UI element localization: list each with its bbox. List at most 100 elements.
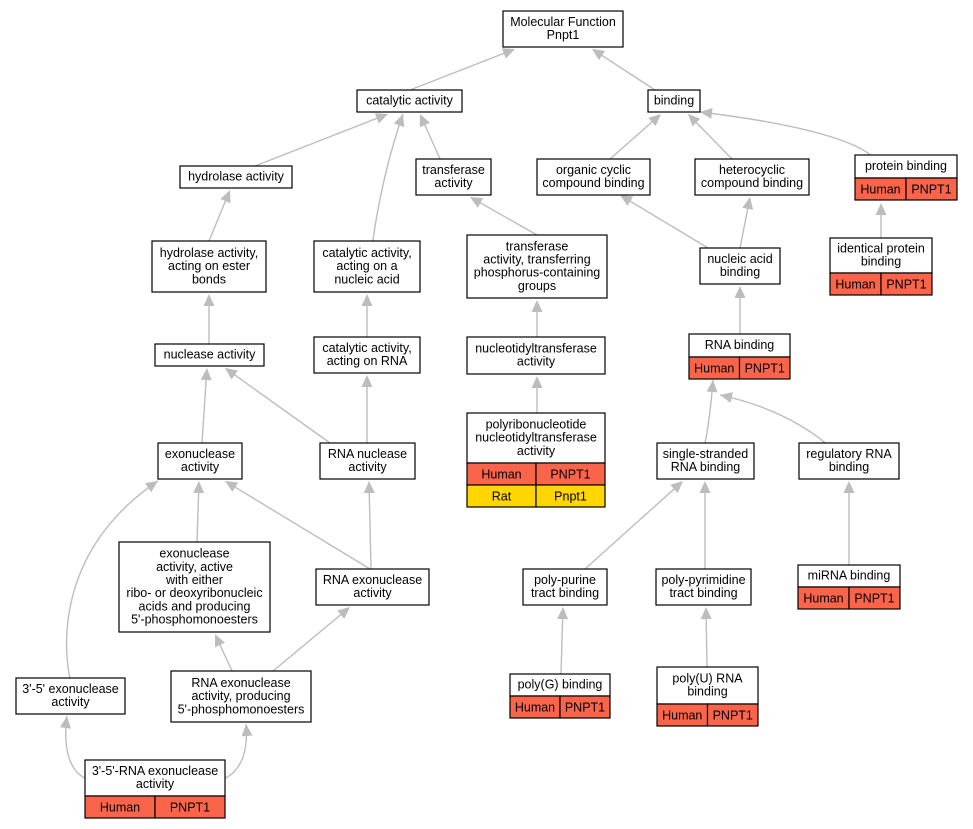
node-label-line: bonds bbox=[192, 272, 226, 286]
node-polyribo[interactable]: polyribonucleotidenucleotidyltransferase… bbox=[466, 412, 606, 508]
node-box bbox=[315, 568, 430, 606]
node-label-line: RNA binding bbox=[705, 338, 775, 352]
edge-rna_exo-to-rna_nuclease bbox=[368, 490, 372, 570]
gene-label: PNPT1 bbox=[170, 801, 210, 815]
node-label-line: acids and producing bbox=[139, 599, 251, 613]
node-catalytic[interactable]: catalytic activity bbox=[356, 89, 463, 113]
node-label-line: RNA exonuclease bbox=[191, 676, 290, 690]
edge-arrowhead bbox=[393, 114, 405, 128]
node-label-line: poly-purine bbox=[534, 573, 596, 587]
node-hydrolase[interactable]: hydrolase activity bbox=[179, 165, 293, 189]
node-label-line: RNA exonuclease bbox=[323, 573, 422, 587]
edge-nucleic_binding-to-hetero_cyclic bbox=[739, 206, 749, 249]
species-label: Human bbox=[694, 362, 734, 376]
node-box bbox=[502, 10, 624, 48]
edge-arrowhead bbox=[875, 203, 887, 215]
edge-arrowhead bbox=[225, 481, 239, 492]
node-box bbox=[154, 343, 265, 367]
node-label-line: 5'-phosphomonoesters bbox=[178, 702, 305, 716]
node-nuclease[interactable]: nuclease activity bbox=[154, 343, 265, 367]
node-label-line: RNA binding bbox=[671, 460, 741, 474]
edge-transf_phos-to-transferase bbox=[478, 201, 538, 236]
node-label-line: activity, transferring bbox=[483, 253, 590, 267]
node-box bbox=[699, 247, 781, 285]
node-label-line: activity bbox=[517, 444, 556, 458]
node-box bbox=[319, 442, 416, 480]
edge-hetero_cyclic-to-binding bbox=[694, 120, 733, 160]
node-label-line: acting on a bbox=[336, 259, 397, 273]
species-label: Human bbox=[481, 468, 521, 482]
edge-rna_exo_5p-to-exo_active bbox=[218, 642, 233, 672]
edge-arrowhead bbox=[501, 48, 515, 59]
node-label-line: catalytic activity, bbox=[322, 341, 411, 355]
node-box bbox=[466, 234, 608, 299]
node-box bbox=[118, 541, 271, 633]
node-box bbox=[655, 568, 752, 606]
node-label-line: binding bbox=[861, 255, 901, 269]
edge-arrowhead bbox=[592, 49, 606, 61]
node-cat-rna[interactable]: catalytic activity,acting on RNA bbox=[313, 336, 421, 374]
node-label-line: catalytic activity, bbox=[322, 246, 411, 260]
node-label-line: catalytic activity bbox=[366, 94, 454, 108]
node-box bbox=[656, 442, 755, 480]
gene-cell bbox=[535, 484, 606, 508]
edge-arrowhead bbox=[742, 197, 754, 210]
edge-arrowhead bbox=[203, 294, 215, 306]
gene-label: PNPT1 bbox=[745, 362, 785, 376]
node-box bbox=[313, 336, 421, 374]
edge-polyg-to-poly_purine bbox=[560, 616, 564, 675]
edge-cat_nucleic-to-catalytic bbox=[372, 113, 404, 242]
edge-rna_exo_5p-to-rna_exo bbox=[272, 612, 343, 672]
gene-cell bbox=[706, 703, 759, 727]
node-label-line: RNA nuclease bbox=[328, 447, 407, 461]
edge-arrowhead bbox=[337, 607, 350, 619]
edge-arrowhead bbox=[374, 113, 388, 124]
node-label-line: activity bbox=[181, 460, 220, 474]
node-binding[interactable]: binding bbox=[647, 89, 701, 113]
node-label-line: binding bbox=[720, 265, 760, 279]
node-label-line: organic cyclic bbox=[556, 163, 631, 177]
node-label-line: Pnpt1 bbox=[547, 28, 580, 42]
edge-arrowhead bbox=[720, 392, 733, 403]
gene-cell bbox=[559, 695, 611, 719]
node-label-line: ribo- or deoxyribonucleic bbox=[126, 586, 262, 600]
node-label-line: phosphorus-containing bbox=[474, 266, 601, 280]
edge-polyu-to-poly_pyrimidine bbox=[705, 616, 708, 668]
gene-cell bbox=[848, 586, 901, 610]
node-label-line: regulatory RNA bbox=[806, 447, 892, 461]
edge-arrowhead bbox=[843, 481, 855, 493]
gene-cell bbox=[905, 177, 958, 201]
species-label: Human bbox=[515, 701, 555, 715]
edge-arrowhead bbox=[60, 716, 71, 729]
node-label-line: transferase bbox=[422, 163, 485, 177]
species-label: Human bbox=[803, 592, 843, 606]
species-label: Rat bbox=[492, 490, 512, 504]
